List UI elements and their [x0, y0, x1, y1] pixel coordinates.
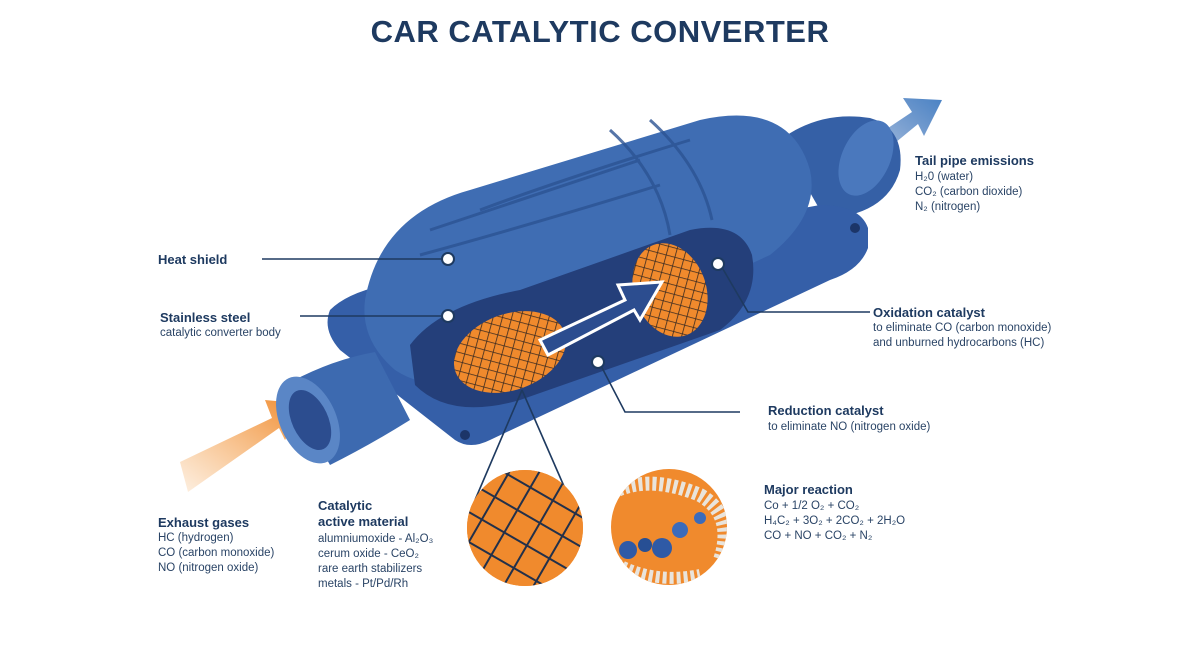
oxidation-marker	[711, 257, 725, 271]
molecule-closeup-circle	[611, 469, 727, 585]
exhaust-inflow-arrow	[180, 400, 308, 492]
reduction-marker	[591, 355, 605, 369]
label-oxidation-desc: to eliminate CO (carbon monoxide) and un…	[873, 322, 1052, 349]
label-stainless-steel: Stainless steel	[160, 310, 251, 325]
label-heat-shield: Heat shield	[158, 252, 228, 267]
label-reduction-desc: to eliminate NO (nitrogen oxide)	[768, 421, 931, 433]
flow-arrow	[537, 280, 665, 358]
heat-shield-marker	[441, 252, 455, 266]
label-catalytic-desc: alumniumoxide - Al₂O₃ cerum oxide - CeO₂…	[318, 533, 434, 590]
label-oxidation-catalyst: Oxidation catalyst	[873, 305, 985, 320]
label-tail-pipe: Tail pipe emissions	[915, 153, 1034, 168]
reduction-catalyst-mesh	[453, 311, 567, 393]
label-exhaust-gases: Exhaust gases	[158, 515, 250, 530]
label-reduction-catalyst: Reduction catalyst	[768, 403, 884, 418]
label-tail-pipe-desc: H₂0 (water) CO₂ (carbon dioxide) N₂ (nit…	[915, 171, 1023, 213]
mesh-closeup-circle	[467, 470, 583, 586]
label-major-reaction-desc: Co + 1/2 O₂ + CO₂ H₄C₂ + 3O₂ + 2CO₂ + 2H…	[764, 500, 906, 542]
label-stainless-steel-desc: catalytic converter body	[160, 327, 281, 339]
steel-body-marker	[441, 309, 455, 323]
oxidation-catalyst-mesh	[632, 243, 708, 337]
page-title: CAR CATALYTIC CONVERTER	[370, 14, 830, 49]
label-major-reaction: Major reaction	[764, 482, 853, 497]
label-exhaust-desc: HC (hydrogen) CO (carbon monoxide) NO (n…	[158, 532, 275, 574]
label-catalytic-material: Catalytic active material	[318, 498, 409, 529]
